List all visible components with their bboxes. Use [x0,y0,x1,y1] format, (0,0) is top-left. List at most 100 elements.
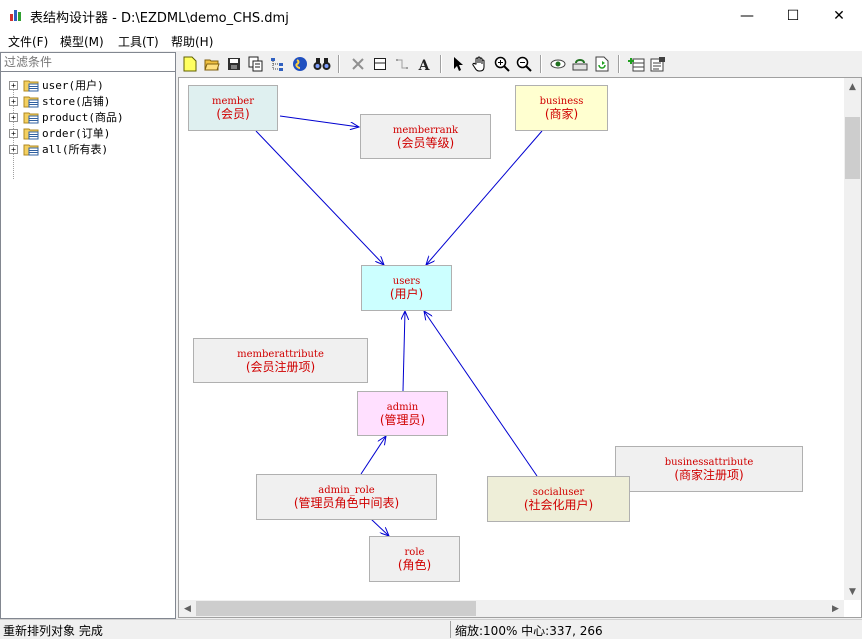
toolbar-separator [618,55,620,73]
menu-model[interactable]: 模型(M) [60,35,104,49]
entity-businessattribute[interactable]: businessattribute (商家注册项) [615,446,803,492]
scroll-down-icon[interactable]: ▼ [849,586,856,597]
link-member-memberrank[interactable] [279,115,359,127]
tree-item-store[interactable]: + store(店铺) [9,93,110,109]
add-table-icon[interactable] [626,54,646,74]
entity-business[interactable]: business (商家) [515,85,608,131]
entity-caption: (管理员角色中间表) [293,496,400,510]
entity-memberattribute[interactable]: memberattribute (会员注册项) [193,338,368,383]
minimize-button[interactable]: — [740,7,754,24]
entity-caption: (管理员) [379,412,426,427]
entity-caption: (会员) [216,107,250,121]
scroll-left-icon[interactable]: ◀ [184,603,191,614]
entity-name: role [404,547,425,558]
arrange-icon[interactable] [570,54,590,74]
tree-item-user[interactable]: + user(用户) [9,77,104,93]
entity-caption: (商家) [544,107,579,121]
entity-caption: (商家注册项) [674,468,744,482]
entity-name: member [212,96,254,107]
toolbar-separator [338,55,340,73]
diagram-canvas[interactable]: member (会员) memberrank (会员等级) business (… [178,77,862,618]
svg-text:A: A [418,58,431,71]
tree-item-label: user(用户) [42,79,104,92]
vertical-scroll-thumb[interactable] [845,117,860,179]
entity-caption: (会员注册项) [245,359,316,374]
tree-item-order[interactable]: + order(订单) [9,125,110,141]
vertical-scrollbar[interactable]: ▲ ▼ [844,78,861,600]
zoom-in-icon[interactable] [492,54,512,74]
horizontal-scrollbar[interactable]: ◀ ▶ [179,600,844,617]
entity-socialuser[interactable]: socialuser (社会化用户) [487,476,630,522]
entity-admin[interactable]: admin (管理员) [357,391,448,436]
expand-icon[interactable]: + [9,80,18,90]
refresh-icon[interactable] [592,54,612,74]
eye-icon[interactable] [548,54,568,74]
folder-icon [23,128,39,140]
pointer-icon[interactable] [448,54,468,74]
entity-caption: (社会化用户) [523,498,594,512]
horizontal-scroll-thumb[interactable] [196,601,476,616]
entity-memberrank[interactable]: memberrank (会员等级) [360,114,491,159]
delete-icon[interactable] [348,54,368,74]
entity-caption: (用户) [389,287,424,301]
entity-name: socialuser [532,487,585,498]
expand-icon[interactable]: + [9,112,18,122]
filter-input[interactable] [1,53,175,72]
expand-icon[interactable]: + [9,96,18,106]
new-icon[interactable] [180,54,200,74]
properties-icon[interactable] [648,54,668,74]
hand-icon[interactable] [470,54,490,74]
link-adminrole-admin[interactable] [360,436,386,475]
tree-item-label: all(所有表) [42,143,109,156]
maximize-button[interactable]: ☐ [786,7,800,24]
save-icon[interactable] [224,54,244,74]
er-diagram[interactable]: member (会员) memberrank (会员等级) business (… [179,78,844,600]
tree-item-label: store(店铺) [42,95,111,108]
open-icon[interactable] [202,54,222,74]
entity-caption: (角色) [397,558,432,572]
entity-name: business [539,96,584,107]
table-icon[interactable] [370,54,390,74]
title-bar[interactable]: 表结构设计器 - D:\EZDML\demo_CHS.dmj — ☐ ✕ [0,0,862,31]
entity-name: admin [386,401,419,413]
link-adminrole-role[interactable] [370,518,389,536]
status-message: 重新排列对象 完成 [3,624,103,638]
tree-item-product[interactable]: + product(商品) [9,109,124,125]
link-member-users[interactable] [255,130,384,265]
link-admin-users[interactable] [403,311,405,392]
zoom-out-icon[interactable] [514,54,534,74]
status-bar: 重新排列对象 完成 缩放:100% 中心:337, 266 [0,619,862,638]
globe-icon[interactable] [290,54,310,74]
tree-icon[interactable] [268,54,288,74]
link-socialuser-users[interactable] [424,311,538,477]
expand-icon[interactable]: + [9,144,18,154]
link-business-users[interactable] [426,130,543,265]
find-icon[interactable] [312,54,332,74]
entity-role[interactable]: role (角色) [369,536,460,582]
toolbar: A [178,52,862,75]
toolbar-separator [540,55,542,73]
scroll-up-icon[interactable]: ▲ [849,81,856,92]
entity-users[interactable]: users (用户) [361,265,452,311]
entity-name: users [392,276,421,287]
entity-caption: (会员等级) [396,135,455,150]
menu-tools[interactable]: 工具(T) [118,35,159,49]
link-icon[interactable] [392,54,412,74]
entity-name: businessattribute [664,457,754,468]
scroll-right-icon[interactable]: ▶ [832,603,839,614]
app-icon [10,10,21,21]
entity-admin-role[interactable]: admin_role (管理员角色中间表) [256,474,437,520]
expand-icon[interactable]: + [9,128,18,138]
entity-member[interactable]: member (会员) [188,85,278,131]
relationship-lines [255,115,543,600]
folder-icon [23,80,39,92]
copy-icon[interactable] [246,54,266,74]
tree-item-label: product(商品) [42,111,124,124]
zoom-center-status: 缩放:100% 中心:337, 266 [455,624,603,638]
menu-help[interactable]: 帮助(H) [171,35,214,49]
close-button[interactable]: ✕ [833,7,845,24]
text-icon[interactable]: A [414,54,434,74]
menu-file[interactable]: 文件(F) [8,35,49,49]
tree-item-all[interactable]: + all(所有表) [9,141,108,157]
